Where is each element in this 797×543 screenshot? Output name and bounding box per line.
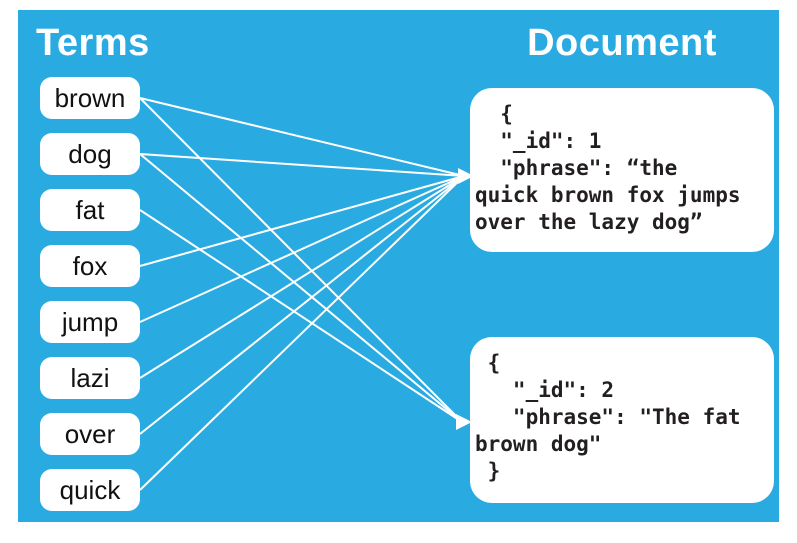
term-box-quick: quick xyxy=(40,469,140,511)
term-box-over: over xyxy=(40,413,140,455)
term-box-fat: fat xyxy=(40,189,140,231)
document-json-1: { "_id": 1 "phrase": “the quick brown fo… xyxy=(475,102,741,234)
term-box-jump: jump xyxy=(40,301,140,343)
document-card-1: { "_id": 1 "phrase": “the quick brown fo… xyxy=(470,88,774,252)
terms-heading: Terms xyxy=(36,22,150,64)
term-box-fox: fox xyxy=(40,245,140,287)
term-box-lazi: lazi xyxy=(40,357,140,399)
term-box-brown: brown xyxy=(40,77,140,119)
document-card-2: { "_id": 2 "phrase": "The fat brown dog"… xyxy=(470,337,774,503)
document-heading: Document xyxy=(527,22,717,64)
term-box-dog: dog xyxy=(40,133,140,175)
document-json-2: { "_id": 2 "phrase": "The fat brown dog"… xyxy=(475,351,741,483)
